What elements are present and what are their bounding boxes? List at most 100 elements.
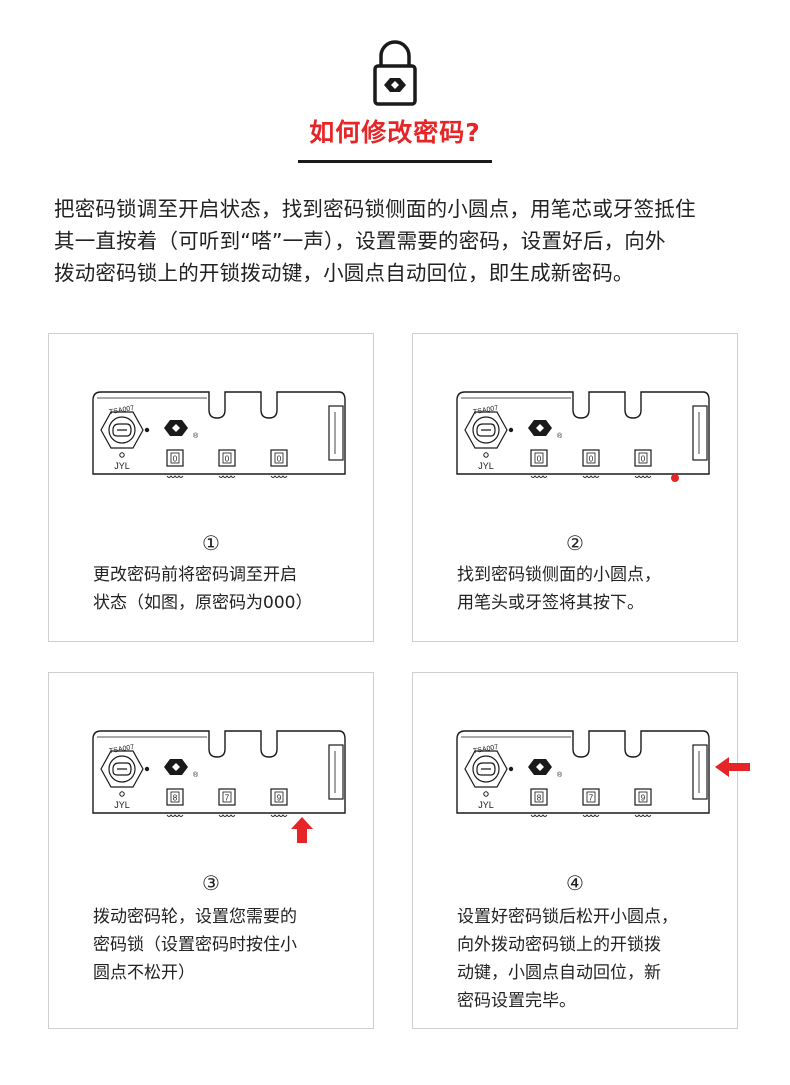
wheel-ridge: [166, 814, 184, 817]
tsa-keyhole: [112, 423, 132, 437]
tsa-keyhole: [112, 762, 132, 776]
registered-mark: ®: [557, 771, 563, 779]
digit-window: [274, 791, 284, 803]
digit-window: [638, 791, 648, 803]
digit-window: [534, 791, 544, 803]
intro-line: 其一直按着（可听到“嗒”一声），设置需要的密码，设置好后，向外: [54, 229, 666, 253]
dial-label: TSA007: [473, 405, 499, 416]
unlock-slider: [328, 405, 344, 461]
step-description: 拨动密码轮，设置您需要的 密码锁（设置密码时按住小 圆点不松开）: [93, 903, 353, 987]
screw-dot: [144, 427, 150, 433]
intro-line: 把密码锁调至开启状态，找到密码锁侧面的小圆点，用笔芯或牙签抵住: [54, 197, 696, 221]
wheel-ridge: [582, 475, 600, 478]
step-line: 圆点不松开）: [93, 963, 195, 983]
arrow-up-icon: [291, 817, 313, 843]
digit-window: [586, 452, 596, 464]
digit-window: [222, 791, 232, 803]
page-title: 如何修改密码?: [309, 118, 481, 147]
dial-label: TSA007: [109, 744, 135, 755]
registered-mark: ®: [193, 432, 199, 440]
step-number: ②: [566, 531, 584, 555]
digit-window: [170, 791, 180, 803]
digit-window: [170, 452, 180, 464]
brand-label: JYL: [478, 800, 494, 810]
wheel-ridge: [634, 814, 652, 817]
digit-window: [586, 791, 596, 803]
digit-value: 0: [589, 455, 594, 464]
step-line: 用笔头或牙签将其按下。: [457, 593, 644, 613]
step-number: ④: [566, 871, 584, 895]
step-line: 向外拨动密码锁上的开锁拨: [457, 935, 661, 955]
digit-value: 7: [589, 794, 594, 803]
registered-mark: ®: [557, 432, 563, 440]
brand-logo-icon: [528, 420, 552, 436]
step-line: 状态（如图，原密码为000）: [93, 593, 313, 613]
digit-value: 9: [641, 794, 646, 803]
wheel-ridge: [530, 475, 548, 478]
step-line: 动键，小圆点自动回位，新: [457, 963, 661, 983]
digit-value: 7: [225, 794, 230, 803]
tsa-keyhole: [476, 423, 496, 437]
wheel-ridge: [270, 475, 288, 478]
brand-logo-icon: [164, 420, 188, 436]
screw-hole: [119, 791, 125, 797]
brand-label: JYL: [478, 461, 494, 471]
reset-dot-marker: [671, 474, 679, 482]
step-number: ①: [202, 531, 220, 555]
digit-window: [638, 452, 648, 464]
step-line: 密码设置完毕。: [457, 991, 576, 1011]
brand-label: JYL: [114, 800, 130, 810]
screw-dot: [508, 766, 514, 772]
step-line: 密码锁（设置密码时按住小: [93, 935, 297, 955]
digit-value: 0: [225, 455, 230, 464]
digit-value: 0: [537, 455, 542, 464]
wheel-ridge: [218, 814, 236, 817]
title-underline: [298, 160, 492, 163]
tsa-keyhole: [476, 762, 496, 776]
step-line: 更改密码前将密码调至开启: [93, 565, 297, 585]
screw-hole: [483, 452, 489, 458]
screw-hole: [119, 452, 125, 458]
brand-logo-icon: [164, 759, 188, 775]
digit-value: 8: [173, 794, 178, 803]
step-line: 找到密码锁侧面的小圆点，: [457, 565, 661, 585]
dial-label: TSA007: [109, 405, 135, 416]
brand-label: JYL: [114, 461, 130, 471]
wheel-ridge: [582, 814, 600, 817]
wheel-ridge: [270, 814, 288, 817]
lock-icon: [373, 40, 417, 106]
intro-paragraph: 把密码锁调至开启状态，找到密码锁侧面的小圆点，用笔芯或牙签抵住 其一直按着（可听…: [54, 193, 744, 289]
dial-label: TSA007: [473, 744, 499, 755]
digit-value: 8: [537, 794, 542, 803]
digit-window: [222, 452, 232, 464]
unlock-slider: [692, 744, 708, 800]
step-description: 更改密码前将密码调至开启 状态（如图，原密码为000）: [93, 561, 353, 617]
screw-dot: [144, 766, 150, 772]
digit-window: [274, 452, 284, 464]
digit-value: 0: [641, 455, 646, 464]
digit-value: 0: [173, 455, 178, 464]
step-number: ③: [202, 871, 220, 895]
screw-hole: [483, 791, 489, 797]
intro-line: 拨动密码锁上的开锁拨动键，小圆点自动回位，即生成新密码。: [54, 261, 634, 285]
wheel-ridge: [634, 475, 652, 478]
step-line: 拨动密码轮，设置您需要的: [93, 907, 297, 927]
unlock-slider: [328, 744, 344, 800]
brand-logo-icon: [528, 759, 552, 775]
wheel-ridge: [530, 814, 548, 817]
wheel-ridge: [166, 475, 184, 478]
digit-value: 9: [277, 794, 282, 803]
step-description: 找到密码锁侧面的小圆点， 用笔头或牙签将其按下。: [457, 561, 717, 617]
registered-mark: ®: [193, 771, 199, 779]
digit-window: [534, 452, 544, 464]
screw-dot: [508, 427, 514, 433]
step-description: 设置好密码锁后松开小圆点， 向外拨动密码锁上的开锁拨 动键，小圆点自动回位，新 …: [457, 903, 717, 1015]
